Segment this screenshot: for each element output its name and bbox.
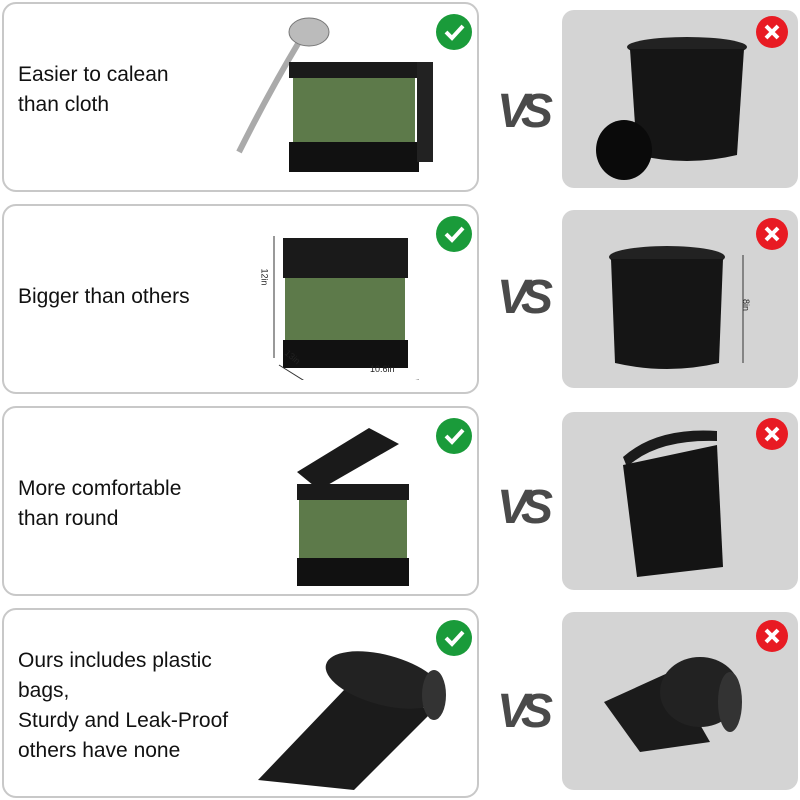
vs-label: VS — [496, 271, 553, 324]
our-product-panel: Ours includes plastic bags, Sturdy and L… — [2, 608, 479, 798]
other-product-panel — [562, 612, 798, 790]
toilet-open-lid-image — [297, 428, 409, 586]
our-product-panel: More comfortable than round — [2, 406, 479, 596]
feature-text: Ours includes plastic bags, Sturdy and L… — [18, 649, 229, 762]
other-product-panel — [562, 10, 798, 188]
width-dimension: 10.6in — [370, 364, 395, 374]
x-circle-icon — [756, 418, 788, 450]
vs-label: VS — [496, 685, 553, 738]
feature-text: Bigger than others — [18, 285, 190, 308]
x-circle-icon — [756, 620, 788, 652]
other-height-dimension: 8in — [741, 298, 752, 312]
x-circle-icon — [756, 218, 788, 250]
round-bucket-image — [609, 246, 744, 369]
other-product-panel — [562, 412, 798, 590]
bag-roll-image — [604, 657, 742, 752]
folding-bucket-with-lid-image — [623, 430, 723, 577]
vs-label: VS — [496, 85, 553, 138]
check-circle-icon — [436, 620, 472, 656]
toilet-dimensions-image — [273, 236, 419, 380]
feature-text: Easier to calean than cloth — [18, 63, 169, 116]
toilet-with-shower-image — [236, 17, 433, 172]
our-product-panel: Easier to calean than cloth — [2, 2, 479, 192]
check-circle-icon — [436, 418, 472, 454]
plastic-bag-roll-image — [258, 651, 446, 790]
height-dimension: 12in — [259, 268, 270, 286]
other-product-panel: 8in — [562, 210, 798, 388]
vs-label: VS — [496, 481, 553, 534]
round-bucket-with-cloth-image — [596, 37, 747, 180]
check-circle-icon — [436, 14, 472, 50]
x-circle-icon — [756, 16, 788, 48]
feature-text: More comfortable than round — [18, 477, 182, 530]
our-product-panel: Bigger than others 12in 13in 10.6in — [2, 204, 479, 394]
check-circle-icon — [436, 216, 472, 252]
